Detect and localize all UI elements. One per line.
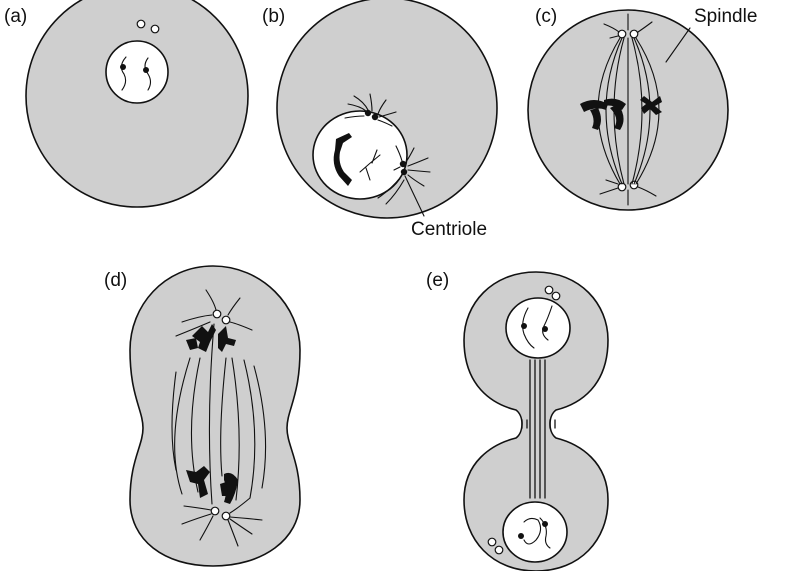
panel-a-nucleus (106, 41, 168, 103)
panel-e-chromatin-dot (542, 521, 548, 527)
panel-b: (b) Ce (262, 0, 497, 240)
panel-e-chromatin-dot (542, 326, 548, 332)
panel-a-centriole (151, 25, 159, 33)
panel-c-label: (c) (535, 6, 557, 27)
panel-e-centriole (552, 292, 560, 300)
panel-c: (c) (528, 6, 757, 210)
panel-e-chromatin-dot (518, 533, 524, 539)
panel-a-centriole (137, 20, 145, 28)
panel-d-centriole (211, 507, 219, 515)
panel-c-centriole (618, 30, 626, 38)
panel-e: (e) (426, 270, 608, 571)
panel-d-label: (d) (104, 270, 127, 291)
panel-d: (d) (104, 266, 300, 566)
panel-b-centriole (372, 114, 378, 120)
panel-a: (a) (4, 0, 248, 207)
panel-b-centriole (400, 161, 406, 167)
panel-e-nucleus-top (506, 298, 570, 358)
panel-b-centriole (401, 169, 407, 175)
panel-d-centriole (222, 316, 230, 324)
panel-e-centriole (545, 286, 553, 294)
panel-e-nucleus-bottom (503, 502, 567, 562)
panel-d-centriole (213, 310, 221, 318)
panel-b-label: (b) (262, 6, 285, 27)
panel-d-centriole (222, 512, 230, 520)
panel-e-chromatin-dot (521, 323, 527, 329)
panel-c-centriole (630, 30, 638, 38)
panel-b-centriole-label: Centriole (411, 219, 487, 240)
panel-e-label: (e) (426, 270, 449, 291)
panel-e-centriole (495, 546, 503, 554)
panel-e-centriole (488, 538, 496, 546)
panel-a-label: (a) (4, 6, 27, 27)
panel-a-chromatin-dot (120, 64, 126, 70)
panel-c-spindle-label: Spindle (694, 6, 757, 27)
panel-a-chromatin-dot (143, 67, 149, 73)
